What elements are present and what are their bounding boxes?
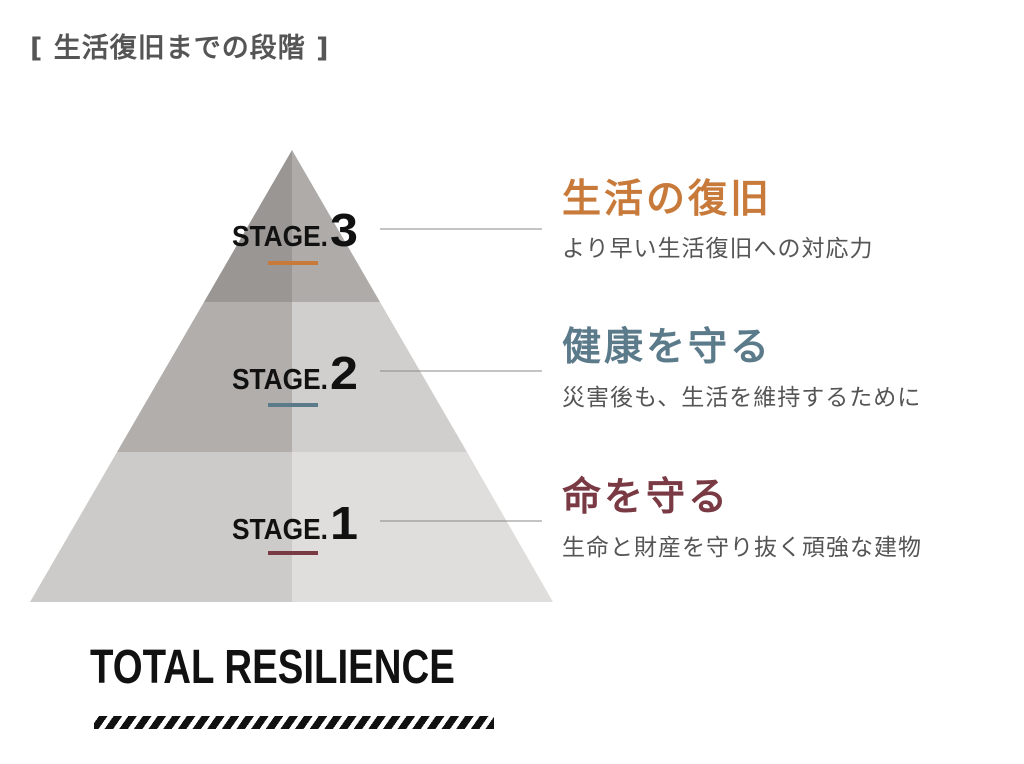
stage-2-label: STAGE. — [232, 364, 328, 396]
page-heading: [ 生活復旧までの段階 ] — [30, 33, 330, 64]
tier-1-right — [292, 452, 553, 602]
tier-2-right — [292, 302, 467, 452]
stage-3-description: より早い生活復旧への対応力 — [562, 236, 874, 262]
stage-1-underline — [268, 551, 318, 555]
stage-1-description: 生命と財産を守り抜く頑強な建物 — [562, 535, 922, 561]
stage-2-description: 災害後も、生活を維持するために — [562, 385, 922, 411]
stage-1-number: 1 — [330, 497, 358, 549]
hazard-stripe-bar — [94, 716, 494, 729]
stage-3-number: 3 — [330, 204, 358, 256]
stage-2-title: 健康を守る — [562, 325, 773, 370]
stage-3-underline — [268, 261, 318, 265]
tier-1-left — [30, 452, 292, 602]
stage-2-underline — [268, 403, 318, 407]
tier-2-left — [117, 302, 292, 452]
stage-1-title: 命を守る — [562, 475, 731, 520]
stage-1-label: STAGE. — [232, 514, 328, 546]
footer-title: TOTAL RESILIENCE — [90, 641, 455, 694]
stage-3-title: 生活の復旧 — [562, 177, 773, 222]
stage-3-label: STAGE. — [232, 221, 328, 253]
stage-2-number: 2 — [330, 347, 358, 399]
